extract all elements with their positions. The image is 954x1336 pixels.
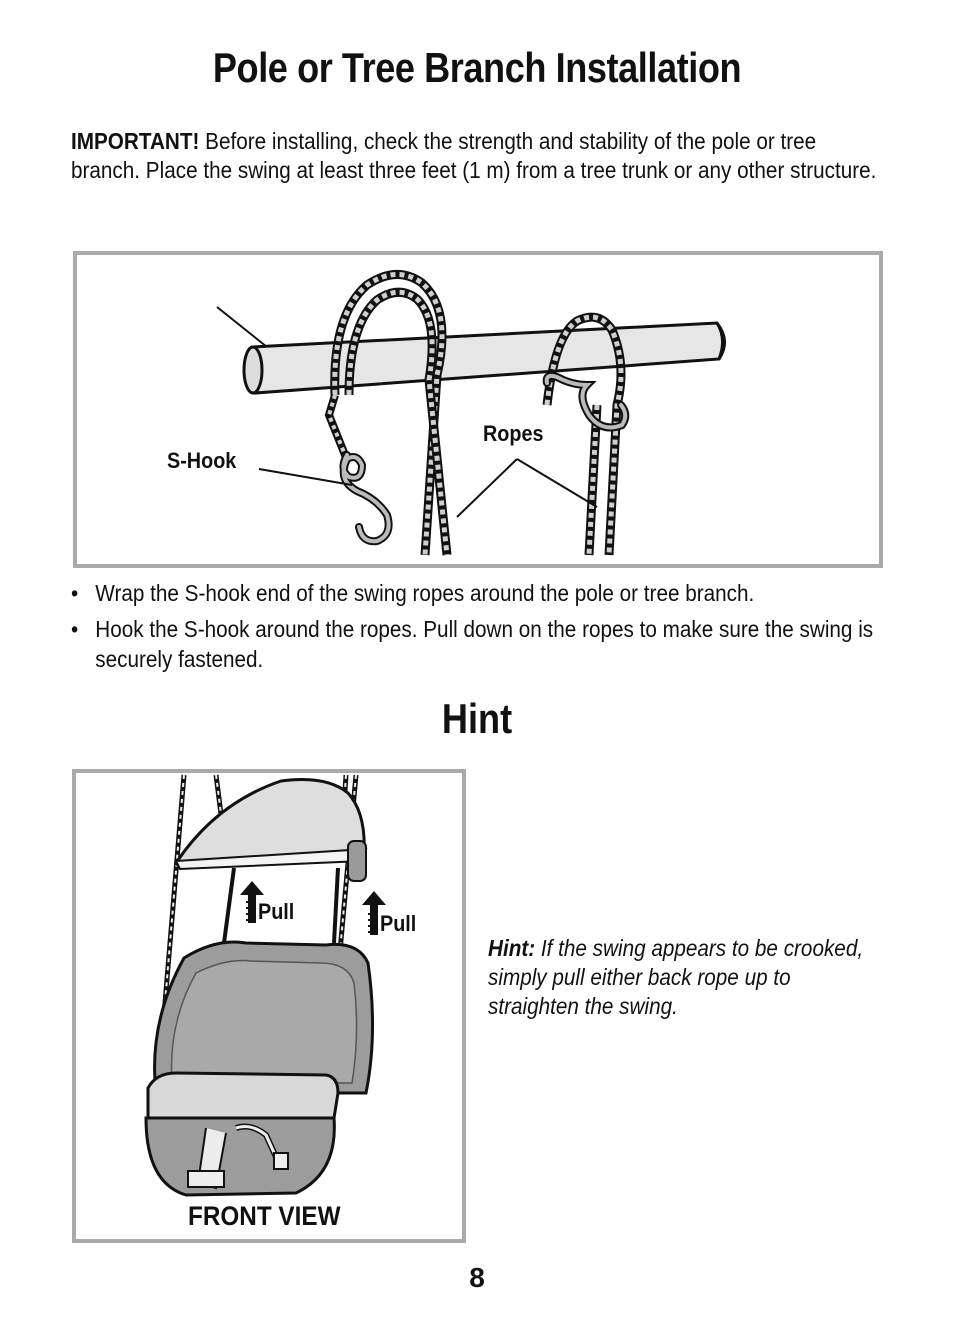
- instruction-list: • Wrap the S-hook end of the swing ropes…: [71, 578, 881, 680]
- bullet-icon: •: [71, 580, 79, 606]
- hint-paragraph: Hint: If the swing appears to be crooked…: [488, 934, 866, 1021]
- swing-front-view-figure: Pull Pull FRONT VIEW: [72, 769, 466, 1243]
- hint-label: Hint:: [488, 935, 536, 961]
- list-item-text: Hook the S-hook around the ropes. Pull d…: [95, 616, 874, 672]
- page-number: 8: [469, 1262, 485, 1293]
- pull-label-right: Pull: [380, 911, 417, 936]
- pole-installation-figure: S-Hook Ropes: [73, 251, 883, 568]
- bullet-icon: •: [71, 616, 79, 642]
- pole-illustration: [216, 270, 726, 556]
- page-title: Pole or Tree Branch Installation: [212, 44, 742, 91]
- list-item: • Hook the S-hook around the ropes. Pull…: [71, 614, 881, 674]
- list-item: • Wrap the S-hook end of the swing ropes…: [71, 578, 881, 608]
- pull-label-left: Pull: [258, 899, 295, 924]
- important-label: IMPORTANT!: [71, 128, 200, 154]
- hint-heading: Hint: [441, 695, 513, 742]
- intro-paragraph: IMPORTANT! Before installing, check the …: [71, 127, 881, 185]
- list-item-text: Wrap the S-hook end of the swing ropes a…: [95, 580, 755, 606]
- front-view-caption: FRONT VIEW: [188, 1201, 341, 1231]
- s-hook-label: S-Hook: [167, 448, 237, 473]
- swing-illustration: [144, 774, 386, 1197]
- intro-text: Before installing, check the strength an…: [71, 128, 877, 183]
- ropes-label: Ropes: [483, 421, 544, 446]
- hint-body: If the swing appears to be crooked, simp…: [488, 935, 864, 1019]
